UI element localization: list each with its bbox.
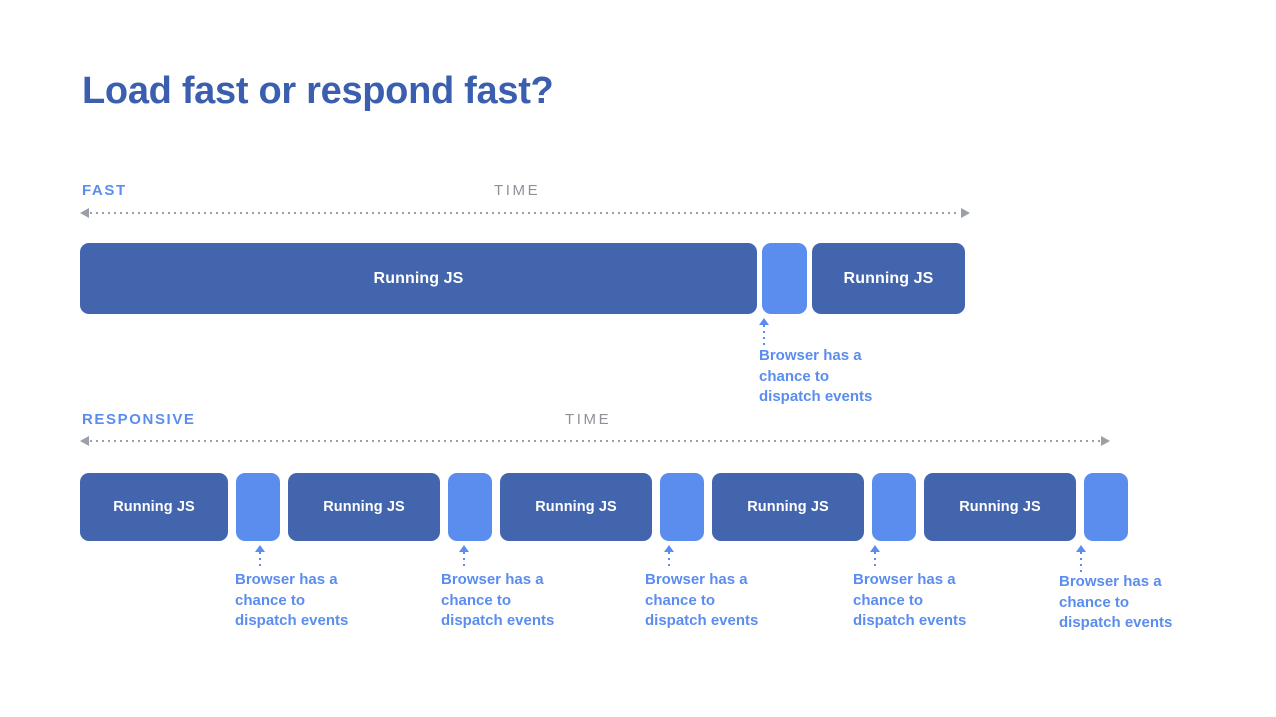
- callout-stem: [763, 325, 765, 347]
- callout-stem: [259, 552, 261, 570]
- page-title: Load fast or respond fast?: [82, 70, 554, 112]
- bar-running-js[interactable]: Running JS: [80, 473, 228, 541]
- bar-spacer: [704, 473, 712, 541]
- bar-idle-gap[interactable]: [236, 473, 280, 541]
- label-time-fast: TIME: [494, 182, 541, 199]
- bar-spacer: [652, 473, 660, 541]
- callout-stem: [668, 552, 670, 570]
- callout-arrow-icon: [870, 545, 880, 552]
- bar-running-js[interactable]: Running JS: [288, 473, 440, 541]
- bar-running-js[interactable]: Running JS: [80, 243, 757, 314]
- bar-idle-gap[interactable]: [872, 473, 916, 541]
- bar-running-js[interactable]: Running JS: [812, 243, 965, 314]
- timeline-track-responsive: Running JS Running JS Running JS Running…: [80, 473, 1128, 541]
- callout-arrow-icon: [664, 545, 674, 552]
- bar-spacer: [864, 473, 872, 541]
- axis-dotted-line: [90, 440, 1100, 442]
- callout-stem: [1080, 552, 1082, 572]
- callout-arrow-icon: [759, 318, 769, 325]
- bar-spacer: [916, 473, 924, 541]
- bar-idle-gap[interactable]: [762, 243, 807, 314]
- bar-idle-gap[interactable]: [660, 473, 704, 541]
- bar-spacer: [492, 473, 500, 541]
- axis-dotted-line: [90, 212, 960, 214]
- label-responsive: RESPONSIVE: [82, 411, 196, 428]
- label-time-responsive: TIME: [565, 411, 612, 428]
- timeline-axis-fast: [80, 207, 970, 219]
- bar-spacer: [228, 473, 236, 541]
- callout-arrow-icon: [459, 545, 469, 552]
- bar-spacer: [280, 473, 288, 541]
- bar-spacer: [1076, 473, 1084, 541]
- bar-running-js[interactable]: Running JS: [924, 473, 1076, 541]
- bar-idle-gap[interactable]: [448, 473, 492, 541]
- arrow-right-icon: [1101, 436, 1110, 446]
- callout-arrow-icon: [1076, 545, 1086, 552]
- callout-stem: [463, 552, 465, 570]
- arrow-left-icon: [80, 436, 89, 446]
- bar-running-js[interactable]: Running JS: [712, 473, 864, 541]
- label-fast: FAST: [82, 182, 127, 199]
- callout-stem: [874, 552, 876, 570]
- arrow-right-icon: [961, 208, 970, 218]
- callout-arrow-icon: [255, 545, 265, 552]
- arrow-left-icon: [80, 208, 89, 218]
- bar-spacer: [440, 473, 448, 541]
- bar-idle-gap[interactable]: [1084, 473, 1128, 541]
- timeline-axis-responsive: [80, 435, 1110, 447]
- timeline-track-fast: Running JS Running JS: [80, 243, 965, 314]
- bar-running-js[interactable]: Running JS: [500, 473, 652, 541]
